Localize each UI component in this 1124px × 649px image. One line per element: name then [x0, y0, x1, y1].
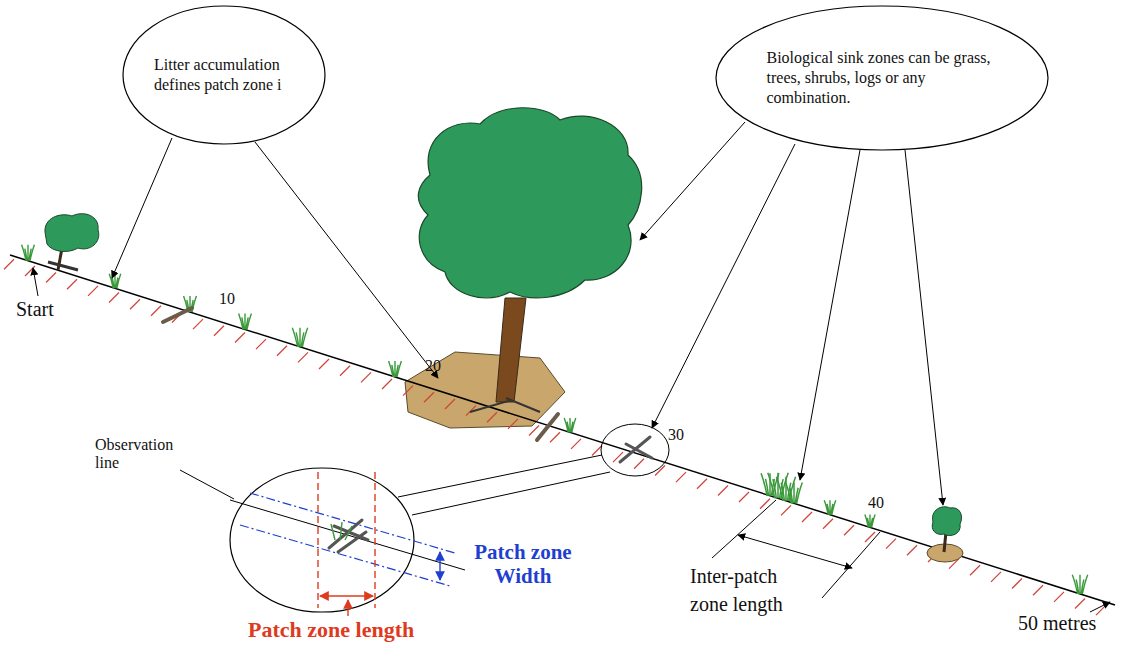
hatch-stroke [130, 299, 140, 309]
transect-hatching [4, 259, 1106, 615]
grass-tufts [22, 245, 1088, 594]
grass-tuft [109, 274, 121, 288]
hatch-stroke [907, 545, 917, 555]
litter-patch [405, 352, 565, 428]
small-tree [927, 507, 963, 562]
grass-tuft [865, 515, 875, 528]
hatch-stroke [445, 399, 455, 409]
hatch-stroke [508, 419, 518, 429]
patch-width-label: Patch zone Width [462, 540, 584, 588]
callout-ellipse: Litter accumulation defines patch zone i [122, 5, 326, 145]
distance-mark: 40 [868, 494, 884, 512]
hatch-stroke [991, 572, 1001, 582]
hatch-stroke [1075, 598, 1085, 608]
grass-tuft [239, 313, 252, 329]
hatch-stroke [151, 306, 161, 316]
leader-line [33, 268, 38, 296]
hatch-stroke [886, 539, 896, 549]
hatch-stroke [382, 379, 392, 389]
hatch-stroke [676, 472, 686, 482]
inter-patch-label: Inter-patch zone length [690, 562, 802, 618]
hatch-stroke [424, 392, 434, 402]
small-shrub [45, 214, 99, 270]
hatch-stroke [361, 372, 371, 382]
hatch-stroke [487, 412, 497, 422]
hatch-stroke [67, 279, 77, 289]
hatch-stroke [592, 446, 602, 456]
hatch-stroke [1012, 579, 1022, 589]
patch-length-label: Patch zone length [248, 617, 414, 642]
hatch-stroke [193, 319, 203, 329]
hatch-stroke [46, 273, 56, 283]
hatch-stroke [571, 439, 581, 449]
distance-mark: 20 [425, 357, 441, 375]
hatch-stroke [235, 332, 245, 342]
grass-tuft [824, 500, 836, 514]
hatch-stroke [844, 525, 854, 535]
callout-arrows [112, 122, 943, 505]
hatch-stroke [634, 459, 644, 469]
big-tree [418, 108, 641, 412]
hatch-stroke [340, 366, 350, 376]
hatch-stroke [865, 532, 875, 542]
hatch-stroke [739, 492, 749, 502]
hatch-stroke [298, 352, 308, 362]
callout-text: Litter accumulation defines patch zone i [154, 55, 294, 95]
zoom-lines [398, 455, 610, 515]
end-label: 50 metres [1018, 612, 1096, 635]
hatch-stroke [718, 485, 728, 495]
hatch-stroke [4, 259, 14, 269]
hatch-stroke [529, 426, 539, 436]
hatch-stroke [1054, 592, 1064, 602]
grass-tuft [1072, 575, 1087, 594]
start-label: Start [16, 298, 54, 321]
hatch-stroke [550, 432, 560, 442]
ellipse-outline [122, 5, 326, 145]
distance-mark: 30 [668, 426, 684, 444]
grass-tuft [22, 245, 35, 261]
observation-line-label: Observation line [95, 436, 190, 472]
hatch-stroke [277, 346, 287, 356]
transect-line [10, 255, 1115, 605]
inset-detail [180, 468, 465, 616]
logs [163, 308, 652, 462]
hatch-stroke [109, 293, 119, 303]
distance-mark: 10 [219, 290, 235, 308]
grass-stroke [786, 483, 803, 504]
hatch-stroke [802, 512, 812, 522]
grass-clump [761, 473, 802, 504]
leader-line [1090, 602, 1110, 612]
hatch-stroke [970, 565, 980, 575]
hatch-stroke [781, 505, 791, 515]
highlight-circle [601, 424, 669, 476]
callout-text: Biological sink zones can be grass, tree… [767, 48, 998, 108]
hatch-stroke [1033, 585, 1043, 595]
hatch-stroke [697, 479, 707, 489]
grass-stroke [776, 477, 795, 501]
grass-stroke [768, 473, 788, 499]
callout-ellipse: Biological sink zones can be grass, tree… [715, 5, 1049, 151]
grass-tuft [292, 328, 307, 347]
hatch-stroke [88, 286, 98, 296]
hatch-stroke [823, 519, 833, 529]
hatch-stroke [214, 326, 224, 336]
grass-tuft [564, 418, 576, 432]
hatch-stroke [403, 386, 413, 396]
grass-tuft [389, 361, 402, 377]
hatch-stroke [256, 339, 266, 349]
hatch-stroke [319, 359, 329, 369]
